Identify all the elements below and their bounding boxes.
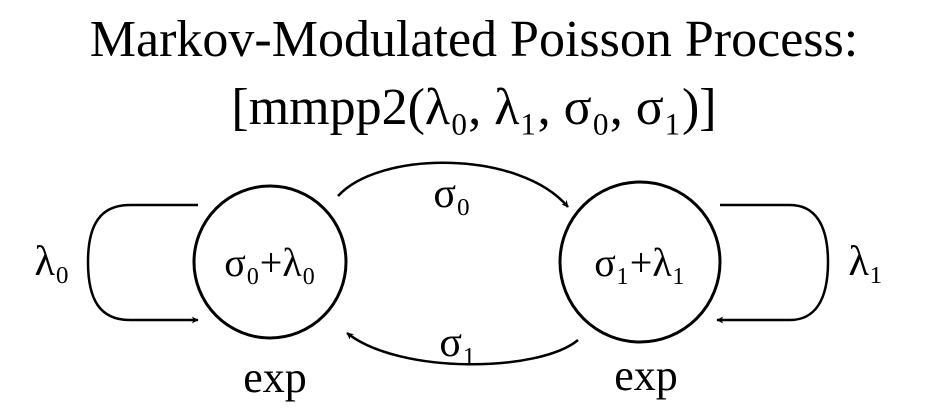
state-label-1: σ₁+λ₁ — [594, 240, 685, 285]
state-distribution-0: exp — [243, 353, 307, 402]
self-loop-edge-1 — [716, 203, 830, 324]
transition-label-1-to-0: σ₁ — [439, 320, 476, 366]
state-distribution-1: exp — [614, 351, 678, 400]
transition-edge-1-to-0 — [346, 332, 579, 366]
transition-label-0-to-1: σ₀ — [433, 171, 470, 217]
state-node-1 — [558, 180, 722, 344]
self-loop-label-0: λ₀ — [34, 239, 69, 285]
self-loop-label-1: λ₁ — [848, 239, 883, 285]
diagram-title-line1: Markov-Modulated Poisson Process: — [90, 11, 858, 68]
transition-edge-0-to-1 — [337, 161, 569, 208]
state-node-0 — [192, 184, 348, 340]
diagram-title-line2: [mmpp2(λ₀, λ₁, σ₀, σ₁)] — [231, 79, 716, 136]
self-loop-edge-0 — [86, 203, 199, 324]
state-label-0: σ₀+λ₀ — [224, 240, 315, 285]
